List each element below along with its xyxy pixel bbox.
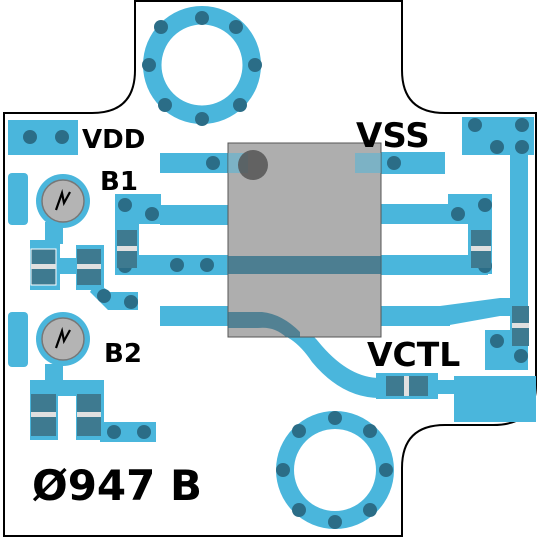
b1-link xyxy=(60,258,76,274)
b1-trim-pad-left xyxy=(8,173,28,225)
vdd-label: VDD xyxy=(82,125,145,155)
trace-pin7 xyxy=(380,204,455,224)
vctl-label: VCTL xyxy=(367,335,460,374)
vctl-output-pad xyxy=(454,376,536,422)
b2-label: B2 xyxy=(104,339,142,369)
b2-trim-stem xyxy=(45,364,63,384)
trimmer-potentiometer-icon[interactable] xyxy=(36,312,90,366)
vctl-link xyxy=(436,380,458,394)
mount-vias xyxy=(142,11,393,529)
trace-pin2 xyxy=(160,205,230,225)
smd-components xyxy=(30,230,529,436)
b2-trim-pad-left xyxy=(8,312,28,367)
ic-pin8-trace xyxy=(355,153,381,173)
vss-label: VSS xyxy=(356,116,430,156)
right-diagonal-trace xyxy=(440,298,512,326)
trace-pin4 xyxy=(160,306,230,326)
mount-hole-top xyxy=(160,23,244,107)
trimmer-potentiometer-icon[interactable] xyxy=(36,174,90,228)
trace-pin5 xyxy=(380,306,450,326)
b1-label: B1 xyxy=(100,167,138,197)
trace-pin6 xyxy=(380,255,488,275)
ic-vctl-trace xyxy=(228,312,300,337)
signal-vias xyxy=(23,118,529,439)
mount-hole-bottom xyxy=(294,429,376,511)
vctl-curve-trace xyxy=(230,312,380,398)
part-id-label: Ø947 B xyxy=(32,461,202,510)
ic-center-trace xyxy=(228,256,381,274)
vss-vertical-trace xyxy=(510,150,528,345)
ic-pin1-marker xyxy=(238,150,268,180)
